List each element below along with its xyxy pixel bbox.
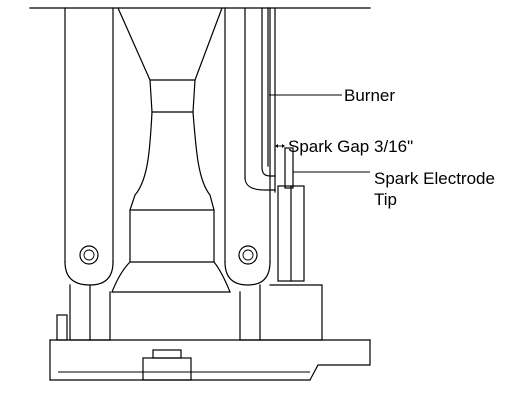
base-assembly: [49, 284, 371, 381]
spark-gap-dimension: [275, 144, 285, 148]
right-bracket: [224, 7, 271, 286]
left-bracket: [64, 7, 114, 286]
spark-gap-label: Spark Gap 3/16": [288, 137, 413, 156]
center-body: [111, 7, 231, 293]
spark-electrode: [277, 147, 305, 282]
spark-electrode-label-line1: Spark Electrode: [374, 169, 495, 188]
burner-tube: [244, 7, 276, 193]
spark-electrode-label-line2: Tip: [374, 190, 397, 209]
burner-label: Burner: [344, 86, 395, 105]
